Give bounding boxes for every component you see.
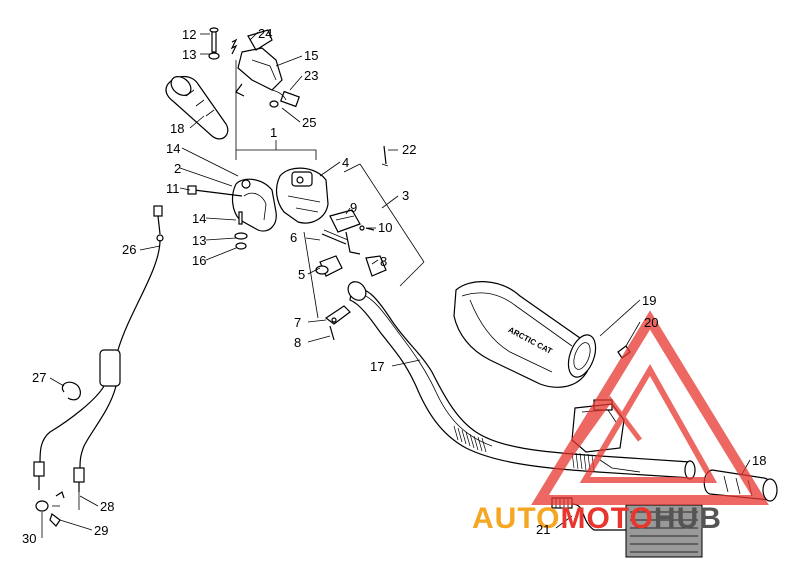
callout-23: 23 [304,68,318,83]
callout-27: 27 [32,370,46,385]
throttle-switch [271,89,300,108]
callout-2: 2 [174,161,181,176]
switch-spring [321,229,349,245]
terminal-cap [35,500,61,527]
callout-16: 16 [192,253,206,268]
callout-13a: 13 [182,47,196,62]
handlebar-pad: ARCTIC CAT [453,281,597,388]
watermark-auto: AUTO [472,502,560,535]
callout-6: 6 [290,230,297,245]
watermark-moto: MOTO [560,502,653,535]
throttle-lever [235,29,283,97]
callout-18b: 18 [752,453,766,468]
callout-25: 25 [302,115,316,130]
switch-nut [269,100,279,108]
callout-5: 5 [298,267,305,282]
lever-spring [230,38,238,55]
watermark-text: AUTOMOTOHUB [472,502,722,535]
callout-14b: 14 [192,211,206,226]
pin-22 [381,145,389,167]
switch-module [329,209,361,255]
callout-21: 21 [536,522,550,537]
callout-30: 30 [22,531,36,546]
callout-1: 1 [270,125,277,140]
left-washer-stack [234,211,248,250]
assembly-bracket-lines [235,60,425,319]
callout-22: 22 [402,142,416,157]
mounting-bracket [324,305,351,325]
callout-12: 12 [182,27,196,42]
callout-19: 19 [642,293,656,308]
kill-switch [365,255,387,277]
callout-3: 3 [402,188,409,203]
heater-element [625,504,703,558]
knurl-left [453,425,487,453]
left-grip [165,75,229,140]
callout-7: 7 [294,315,301,330]
heater-harness [33,205,164,510]
svg-text:AUTOMOTOHUB: AUTOMOTOHUB [472,502,722,535]
lever-pin [208,27,220,60]
callout-24: 24 [258,26,272,41]
callout-8b: 8 [294,335,301,350]
callout-26: 26 [122,242,136,257]
callout-9: 9 [350,200,357,215]
callout-15: 15 [304,48,318,63]
callout-11: 11 [166,181,180,196]
callout-18a: 18 [170,121,184,136]
throttle-housing-left [231,178,277,232]
terminal-small [52,491,65,507]
callouts: 12 24 13 15 23 25 18 1 14 22 4 2 11 3 9 … [22,26,766,546]
bracket-screw [329,325,335,341]
switch-contacts [359,225,375,231]
handlebar [347,281,696,480]
leader-lines [41,31,751,538]
callout-17: 17 [370,359,384,374]
callout-20: 20 [644,315,658,330]
callout-28: 28 [100,499,114,514]
callout-10: 10 [378,220,392,235]
callout-4: 4 [342,155,349,170]
callout-14a: 14 [166,141,180,156]
callout-8a: 8 [380,254,387,269]
cable-tie [61,381,81,401]
switch-cover [315,255,343,277]
switch-housing [275,167,329,224]
watermark-logo [531,310,769,505]
callout-13b: 13 [192,233,206,248]
callout-29: 29 [94,523,108,538]
watermark-hub: HUB [654,502,722,535]
